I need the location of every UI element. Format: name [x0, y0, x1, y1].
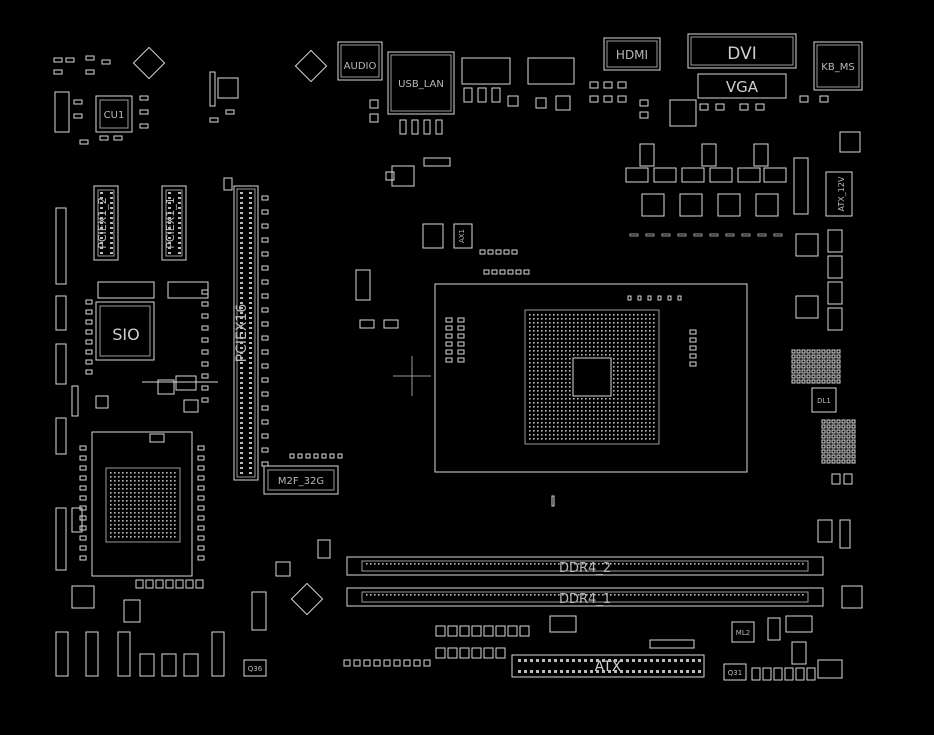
q36-label: Q36	[248, 665, 263, 673]
small-components	[79, 192, 856, 681]
dvi-label: DVI	[727, 44, 756, 64]
kb-ms-label: KB_MS	[821, 62, 854, 73]
vga-label: VGA	[726, 78, 759, 96]
ddr4-1-label: DDR4_1	[559, 592, 611, 607]
usb-lan-label: USB_LAN	[398, 79, 444, 90]
bottom-edge: ATX Q36 Q31 ML2	[55, 539, 843, 681]
atx-12v-label: ATX_12V	[837, 176, 846, 211]
dl1-label: DL1	[817, 397, 831, 405]
q31-label: Q31	[728, 669, 742, 677]
sio-label: SIO	[112, 325, 139, 344]
audio-label: AUDIO	[344, 61, 377, 72]
hdmi-label: HDMI	[616, 48, 648, 62]
ddr4-2-label: DDR4_2	[559, 561, 611, 576]
top-left-components: CU1	[53, 46, 239, 145]
m2f-label: M2F_32G	[278, 476, 324, 487]
cu1-label: CU1	[104, 110, 125, 121]
ml2-label: ML2	[736, 629, 750, 637]
rear-io: AUDIO USB_LAN HDMI DVI VGA KB_MS	[294, 33, 863, 187]
sio-chipset: SIO	[91, 281, 218, 577]
cpu-socket: AX1 M2F_32G	[263, 171, 748, 495]
ax1-label: AX1	[458, 229, 466, 243]
dimm-slots: DDR4_2 DDR4_1	[346, 556, 824, 607]
vrm-section: ATX_12V DL1	[625, 143, 863, 609]
